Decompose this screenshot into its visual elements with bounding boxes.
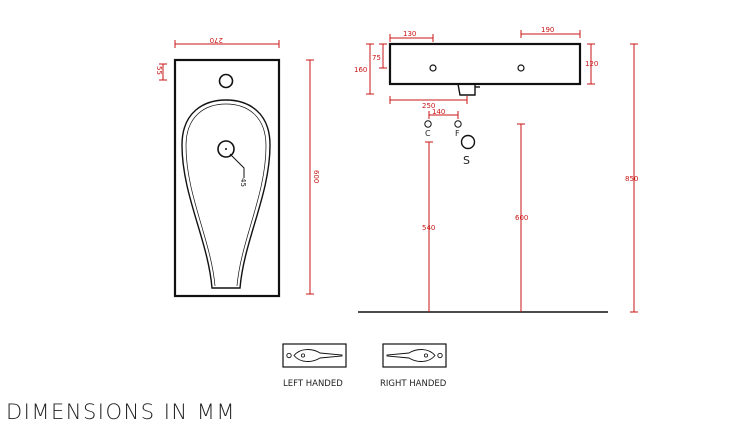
waste-trap	[457, 83, 476, 96]
variant-right-drain	[423, 353, 428, 358]
hot-supply-point	[454, 120, 462, 128]
side-tap-right	[517, 64, 525, 72]
hot-supply-label: F	[455, 129, 460, 138]
basin-side-body	[388, 42, 582, 86]
tap-right-dim-label: 190	[541, 26, 554, 34]
variant-right-outline	[382, 343, 447, 368]
drain-leader	[229, 153, 245, 178]
basin-outline	[173, 58, 281, 298]
height-dim-label: 160	[354, 66, 367, 74]
variant-left-bowl	[293, 349, 343, 362]
variant-right: RIGHT HANDED	[380, 343, 447, 389]
drain-dim-label: 45	[239, 178, 247, 187]
drain-offset-dim-label: 250	[422, 102, 435, 110]
drain-hole	[217, 140, 235, 158]
cold-supply-label: C	[425, 129, 431, 138]
basin-bowl	[181, 99, 271, 289]
offset-dim-label: 55	[155, 66, 163, 75]
variant-left-label: LEFT HANDED	[283, 379, 343, 389]
tap-hole	[218, 73, 234, 89]
variant-left-outline	[282, 343, 347, 368]
length-dim-label: 600	[312, 170, 320, 183]
width-dim-label: 270	[210, 36, 223, 44]
supply-spacing-dim-label: 140	[432, 108, 445, 116]
tap-left-dim-label: 130	[403, 30, 416, 38]
basin-bowl-inner	[185, 103, 267, 287]
waste-point	[460, 134, 476, 150]
variant-left-tap-hole	[286, 352, 292, 359]
waste-label: S	[463, 154, 470, 167]
variant-left-drain	[300, 353, 305, 358]
variant-right-label: RIGHT HANDED	[380, 379, 447, 389]
cold-supply-point	[424, 120, 432, 128]
total-height-dim-label: 850	[625, 175, 638, 183]
waste-height-dim-label: 600	[515, 214, 528, 222]
variant-right-tap-hole	[437, 352, 443, 359]
dimensions-title: DIMENSIONS IN MM	[6, 400, 237, 424]
tap-height-dim-label: 75	[372, 54, 381, 62]
side-tap-left	[429, 64, 437, 72]
supply-height-dim-label: 540	[422, 224, 435, 232]
drain-center	[225, 148, 227, 150]
plan-view: 45 270 55 600	[155, 36, 320, 298]
variant-right-bowl	[386, 349, 436, 362]
variant-left: LEFT HANDED	[282, 343, 347, 389]
side-view: 130 190 160 75 120 250 140 C	[354, 26, 638, 313]
right-height-dim-label: 120	[585, 60, 598, 68]
